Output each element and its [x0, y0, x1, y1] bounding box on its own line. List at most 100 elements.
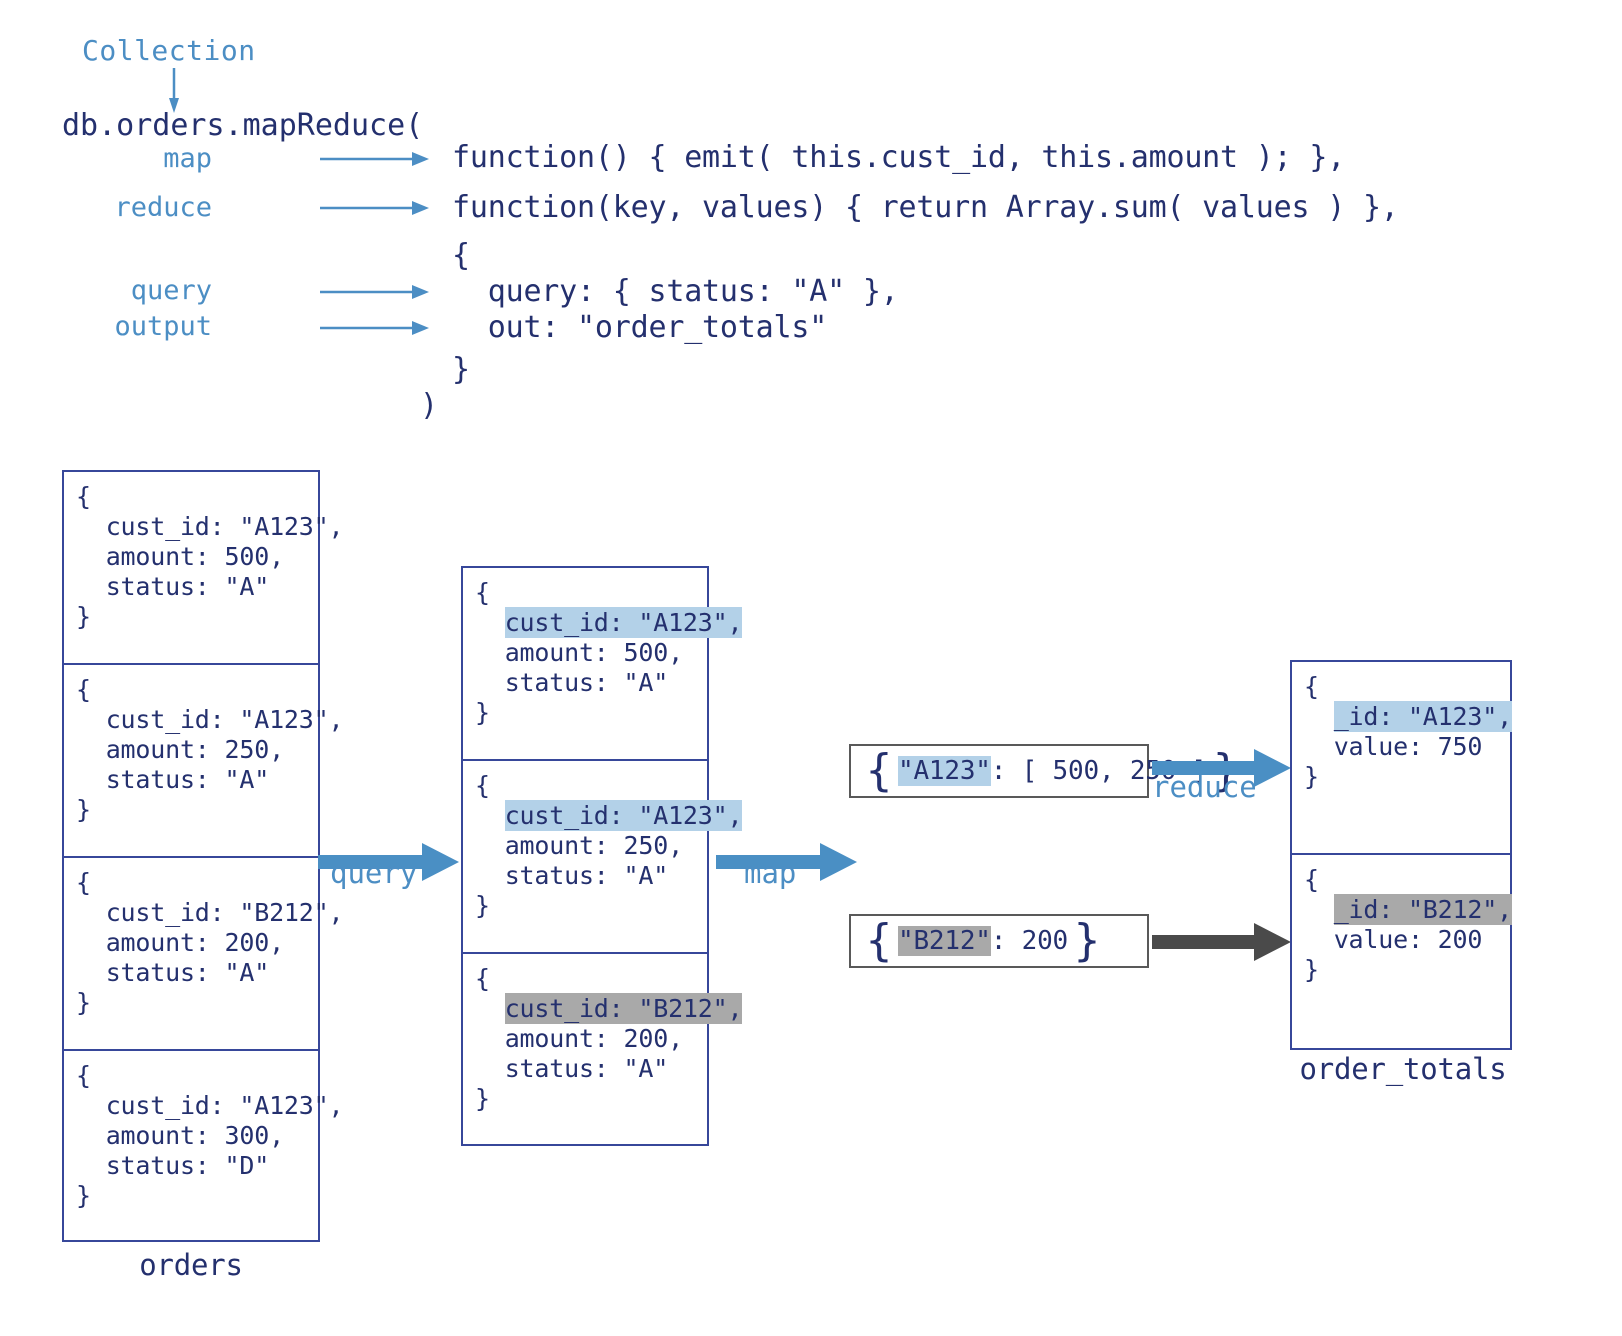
order-totals-collection-box: { _id: "A123", value: 750 } { _id: "B212…: [1290, 660, 1512, 1050]
doc-line: cust_id: "A123",: [76, 1091, 344, 1120]
doc-line: {: [1304, 672, 1319, 701]
doc-line: {: [1304, 865, 1319, 894]
doc-line: {: [475, 771, 490, 800]
doc-line: }: [76, 1181, 91, 1210]
doc-line: amount: 300,: [76, 1121, 284, 1150]
doc-line: {: [76, 675, 91, 704]
flow-arrow-map-label: map: [744, 856, 797, 890]
doc-line-key: cust_id: "B212",: [475, 993, 743, 1024]
mapreduce-call-head: db.orders.mapReduce(: [62, 108, 424, 143]
flow-arrow-map: [716, 843, 857, 881]
flow-arrow-query-label: query: [330, 856, 418, 890]
arrow-right-icon: [320, 321, 429, 335]
doc-line-text: amount: 500,: [504, 638, 683, 667]
emit-box-b212: { "B212": 200 }: [849, 914, 1149, 968]
collection-label: Collection: [82, 34, 256, 67]
orders-collection-box: { cust_id: "A123", amount: 500, status: …: [62, 470, 344, 1244]
doc-line: {: [475, 578, 490, 607]
doc-line: amount: 250,: [76, 735, 284, 764]
doc-line: }: [76, 795, 91, 824]
doc-line: {: [76, 1061, 91, 1090]
arrow-right-icon: [320, 201, 429, 215]
doc-line: value: 750: [1304, 732, 1510, 762]
emit-key-highlight: "A123": [898, 756, 991, 786]
doc-line: status: "A": [76, 765, 270, 794]
param-label-output: output: [114, 311, 212, 342]
emit-value: : 200: [990, 926, 1069, 956]
doc-line: }: [76, 602, 91, 631]
arrow-right-icon: [320, 285, 429, 299]
emit-close-brace: }: [1073, 915, 1102, 966]
doc-line: cust_id: "A123",: [76, 705, 344, 734]
doc-line: amount: 500,: [475, 638, 707, 668]
key-highlight: cust_id: "A123",: [504, 607, 743, 638]
doc-line: }: [475, 1084, 490, 1113]
code-line-call-close: ): [420, 388, 438, 423]
doc-line: }: [475, 891, 490, 920]
doc-line: }: [1304, 955, 1319, 984]
orders-document-row: { cust_id: "A123", amount: 500, status: …: [64, 472, 344, 665]
code-line-map: function() { emit( this.cust_id, this.am…: [452, 140, 1346, 175]
doc-line-text: value: 750: [1333, 732, 1483, 761]
output-document-row: { _id: "B212", value: 200 }: [1292, 855, 1512, 1048]
doc-line-text: amount: 250,: [504, 831, 683, 860]
filtered-collection-box: { cust_id: "A123", amount: 500, status: …: [461, 566, 743, 1147]
emit-key-highlight: "B212": [898, 926, 991, 956]
doc-line: {: [76, 482, 91, 511]
filtered-document-row: { cust_id: "A123", amount: 250, status: …: [463, 761, 743, 954]
doc-line: status: "A": [475, 668, 707, 698]
doc-line: value: 200: [1304, 925, 1510, 955]
key-highlight: _id: "B212",: [1333, 894, 1512, 925]
emit-open-brace: {: [865, 915, 893, 966]
doc-line: amount: 200,: [76, 928, 284, 957]
doc-line: }: [1304, 762, 1319, 791]
doc-line-text: status: "A": [504, 668, 669, 697]
param-label-reduce: reduce: [114, 192, 212, 223]
key-highlight: cust_id: "A123",: [504, 800, 743, 831]
doc-line: {: [76, 868, 91, 897]
doc-line-key: cust_id: "A123",: [475, 800, 743, 831]
doc-line: status: "A": [475, 861, 707, 891]
orders-collection-caption: orders: [139, 1248, 243, 1282]
key-highlight: cust_id: "B212",: [504, 993, 743, 1024]
emit-open-brace: {: [865, 745, 893, 796]
flow-arrow-query: [318, 843, 459, 881]
flow-arrow-reduce: [1152, 749, 1291, 787]
code-line-query: query: { status: "A" },: [452, 274, 899, 309]
filtered-document-row: { cust_id: "B212", amount: 200, status: …: [463, 954, 743, 1147]
orders-document-row: { cust_id: "B212", amount: 200, status: …: [64, 858, 344, 1051]
key-highlight: _id: "A123",: [1333, 701, 1512, 732]
doc-line: {: [475, 964, 490, 993]
doc-line-text: value: 200: [1333, 925, 1483, 954]
code-line-options-open: {: [452, 238, 470, 273]
doc-line: status: "A": [76, 958, 270, 987]
doc-line: status: "D": [76, 1151, 270, 1180]
filtered-document-row: { cust_id: "A123", amount: 500, status: …: [463, 568, 743, 761]
orders-document-row: { cust_id: "A123", amount: 250, status: …: [64, 665, 344, 858]
arrow-down-icon: [169, 68, 179, 113]
code-line-reduce: function(key, values) { return Array.sum…: [452, 190, 1399, 225]
order-totals-caption: order_totals: [1299, 1052, 1507, 1086]
doc-line: cust_id: "B212",: [76, 898, 344, 927]
code-line-output: out: "order_totals": [452, 310, 828, 345]
orders-document-row: { cust_id: "A123", amount: 300, status: …: [64, 1051, 344, 1244]
flow-arrow-passthrough: [1152, 923, 1291, 961]
doc-line-text: status: "A": [504, 1054, 669, 1083]
emit-box-a123: { "A123": [ 500, 250 ] }: [849, 744, 1240, 798]
code-line-options-close: }: [452, 352, 470, 387]
doc-line: cust_id: "A123",: [76, 512, 344, 541]
doc-line: }: [475, 698, 490, 727]
doc-line: status: "A": [76, 572, 270, 601]
output-document-row: { _id: "A123", value: 750 }: [1292, 662, 1512, 855]
param-label-map: map: [163, 143, 212, 174]
param-label-query: query: [130, 275, 212, 306]
doc-line: }: [76, 988, 91, 1017]
doc-line: amount: 250,: [475, 831, 707, 861]
doc-line: amount: 200,: [475, 1024, 707, 1054]
doc-line-text: amount: 200,: [504, 1024, 683, 1053]
doc-line-key: _id: "A123",: [1304, 701, 1512, 732]
arrow-right-icon: [320, 152, 429, 166]
emit-content: "A123": [ 500, 250 ]: [893, 756, 1212, 786]
doc-line-key: _id: "B212",: [1304, 894, 1512, 925]
